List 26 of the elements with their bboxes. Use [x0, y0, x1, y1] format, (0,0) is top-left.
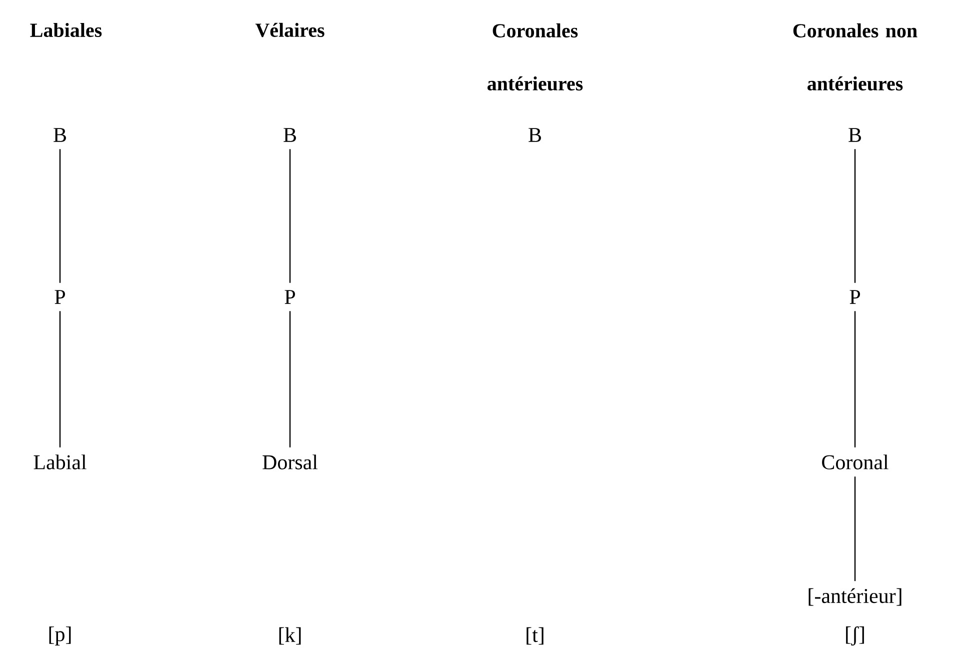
node-label: [-antérieur]: [808, 588, 902, 606]
tree-line: [854, 476, 856, 582]
column-heading: Labiales: [30, 22, 102, 38]
node-label: P: [850, 290, 860, 304]
tree-line: [289, 311, 291, 448]
tree-line: [59, 311, 61, 448]
node-label: B: [54, 128, 66, 142]
phoneme-label: [k]: [279, 627, 301, 645]
node-label: Coronal: [822, 454, 888, 470]
tree-line: [59, 149, 61, 283]
column-heading: Coronales non antérieures: [793, 23, 918, 91]
phoneme-label: [p]: [49, 626, 71, 646]
node-label: B: [848, 128, 861, 142]
node-label: Dorsal: [262, 454, 318, 470]
phoneme-label: [ʃ]: [846, 626, 864, 646]
node-label: Labial: [34, 454, 86, 470]
node-label: B: [284, 128, 296, 142]
tree-line: [854, 149, 856, 283]
node-label: P: [54, 290, 65, 304]
node-label: B: [528, 128, 541, 142]
node-label: P: [284, 290, 295, 304]
phoneme-label: [t]: [526, 627, 544, 645]
column-heading: Vélaires: [255, 22, 324, 38]
tree-line: [854, 311, 856, 448]
tree-line: [289, 149, 291, 283]
column-heading: Coronales antérieures: [488, 23, 583, 91]
